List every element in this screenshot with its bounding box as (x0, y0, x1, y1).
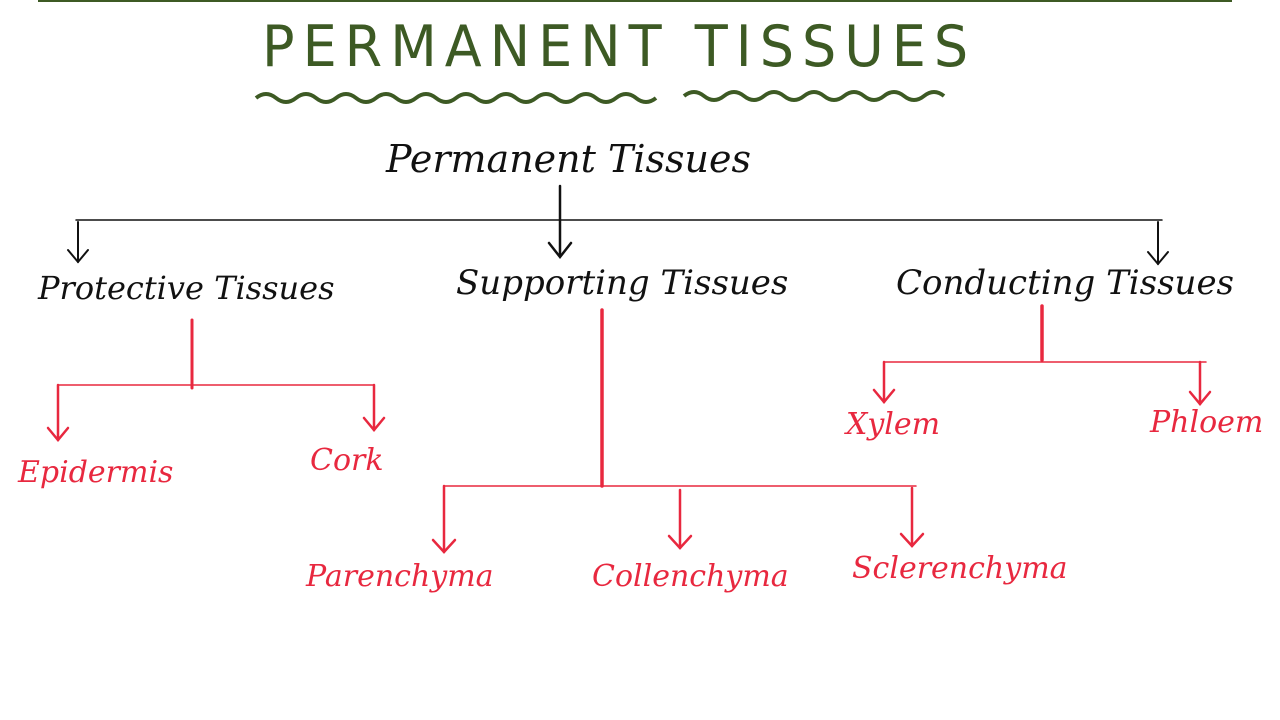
leaf-parenchyma: Parenchyma (306, 559, 494, 594)
leaf-cork: Cork (310, 443, 384, 478)
leaf-collenchyma: Collenchyma (592, 559, 789, 594)
branch-conducting: Conducting Tissues (896, 263, 1235, 303)
protective-connectors (46, 318, 386, 442)
leaf-epidermis: Epidermis (18, 455, 174, 490)
leaf-xylem: Xylem (846, 407, 941, 442)
title-underline-2 (682, 90, 946, 102)
supporting-connectors (431, 308, 925, 554)
root-node: Permanent Tissues (386, 137, 751, 181)
root-connectors (67, 184, 1169, 266)
page-title: PERMANENT TISSUES (262, 13, 977, 80)
branch-supporting: Supporting Tissues (456, 263, 789, 303)
branch-protective: Protective Tissues (38, 269, 335, 307)
leaf-phloem: Phloem (1150, 405, 1264, 440)
leaf-sclerenchyma: Sclerenchyma (852, 551, 1068, 586)
title-underline (254, 92, 658, 104)
conducting-connectors (872, 304, 1212, 406)
